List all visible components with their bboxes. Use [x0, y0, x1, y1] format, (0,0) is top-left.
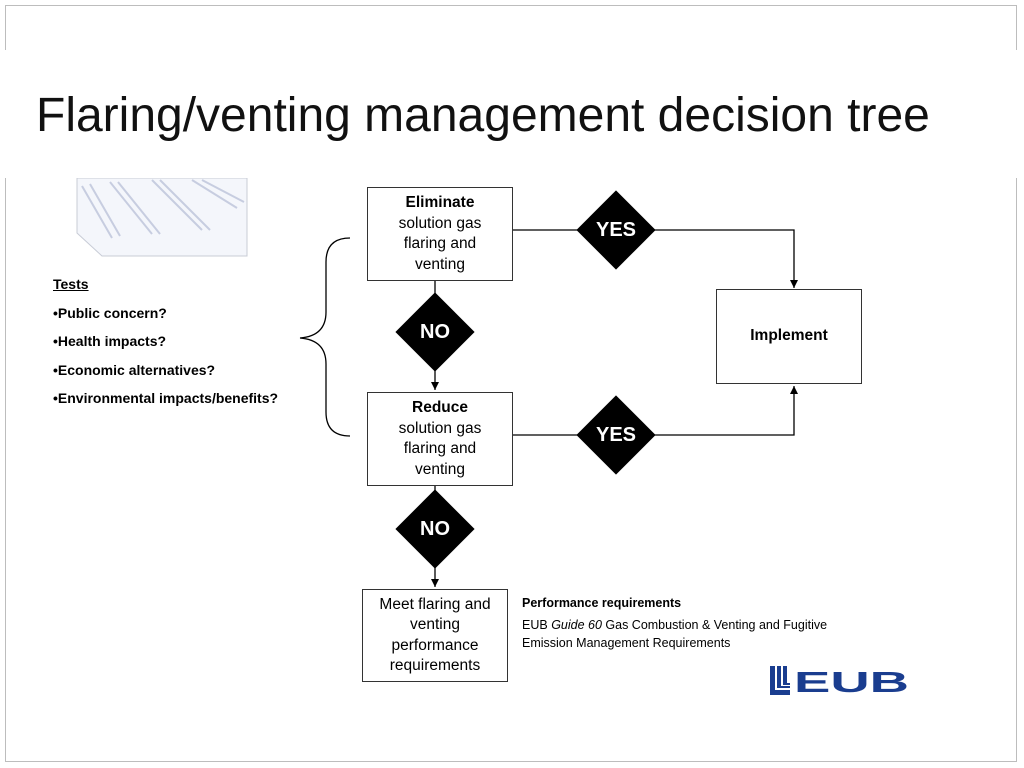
- implement-box-label: Implement: [750, 327, 828, 345]
- performance-rest: Gas Combustion & Venting and Fugitive Em…: [522, 618, 828, 650]
- test-item-economic-alternatives: •Economic alternatives?: [53, 361, 216, 378]
- performance-note: Performance requirements EUB Guide 60 Ga…: [522, 594, 842, 652]
- slide-title: Flaring/venting management decision tree: [36, 89, 930, 142]
- reduce-box: Reduce solution gas flaring and venting: [367, 392, 513, 486]
- tests-brace: [299, 237, 351, 437]
- meet-box-line-2: venting: [410, 616, 460, 633]
- test-item-public-concern: •Public concern?: [53, 304, 167, 321]
- eliminate-box-line-2: flaring and: [403, 235, 477, 252]
- reduce-box-line-1: solution gas: [398, 419, 482, 437]
- slide-frame: [5, 5, 1017, 762]
- eub-logo: EUB: [770, 666, 909, 698]
- performance-prefix: EUB: [522, 618, 552, 632]
- reduce-box-line-3: venting: [415, 460, 465, 478]
- test-item-health-impacts: •Health impacts?: [53, 333, 167, 349]
- title-band: [0, 50, 1024, 178]
- meet-box-line-1: Meet flaring and: [379, 595, 491, 613]
- test-item-environmental-impacts: •Environmental impacts/benefits?: [53, 390, 279, 406]
- yes-label-reduce: YES: [595, 424, 637, 446]
- performance-guide: Guide 60: [551, 618, 602, 632]
- eliminate-box: Eliminate solution gas flaring and venti…: [367, 187, 513, 281]
- eliminate-box-line-3: venting: [415, 255, 465, 273]
- yes-label-eliminate: YES: [595, 219, 637, 241]
- meet-requirements-box: Meet flaring and venting performance req…: [362, 589, 508, 682]
- meet-box-line-4: requirements: [389, 657, 481, 674]
- performance-heading: Performance requirements: [522, 596, 682, 610]
- tests-list: Tests •Public concern? •Health impacts? …: [53, 270, 278, 413]
- reduce-box-title: Reduce: [412, 399, 468, 416]
- meet-box-line-3: performance: [391, 636, 479, 654]
- decorative-graphic: [76, 178, 248, 257]
- eub-logo-text: EUB: [794, 667, 909, 698]
- no-label-eliminate: NO: [420, 321, 450, 343]
- tests-heading: Tests: [53, 276, 89, 292]
- eliminate-box-title: Eliminate: [405, 194, 475, 211]
- reduce-box-line-2: flaring and: [403, 440, 477, 457]
- implement-box: Implement: [716, 289, 862, 384]
- no-label-reduce: NO: [420, 518, 450, 540]
- eliminate-box-line-1: solution gas: [398, 214, 482, 232]
- eub-logo-mark: [770, 666, 790, 695]
- performance-reference: EUB Guide 60 Gas Combustion & Venting an…: [522, 616, 842, 652]
